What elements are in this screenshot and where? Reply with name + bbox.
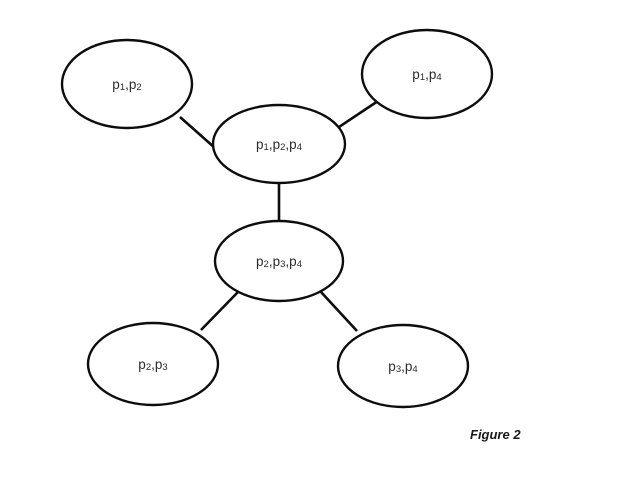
node-label: p3,p4: [388, 359, 417, 375]
node-label: p1,p4: [412, 67, 441, 83]
node-label: p2,p3: [138, 357, 167, 373]
node-label: p1,p2: [112, 77, 141, 93]
node-outline: [60, 38, 194, 130]
node-n2[interactable]: p1,p4: [360, 28, 494, 120]
node-n1[interactable]: p1,p2: [60, 38, 194, 130]
node-outline: [213, 219, 345, 303]
node-label: p2,p3,p4: [256, 254, 302, 270]
edge-n3-n2: [332, 99, 379, 133]
node-outline: [360, 28, 494, 120]
edge-n4-n5: [200, 291, 239, 331]
node-n5[interactable]: p2,p3: [86, 321, 220, 407]
node-outline: [211, 103, 347, 185]
node-label: p1,p2,p4: [256, 137, 302, 153]
edge-n4-n6: [320, 291, 358, 332]
node-layer: p1,p2 p1,p4 p1,p2,p4 p2,p3,p4 p2,p3 p3,p4: [60, 28, 494, 409]
node-outline: [86, 321, 220, 407]
node-outline: [336, 323, 470, 409]
node-n6[interactable]: p3,p4: [336, 323, 470, 409]
node-n4[interactable]: p2,p3,p4: [213, 219, 345, 303]
figure-caption: Figure 2: [470, 427, 521, 442]
node-n3[interactable]: p1,p2,p4: [211, 103, 347, 185]
